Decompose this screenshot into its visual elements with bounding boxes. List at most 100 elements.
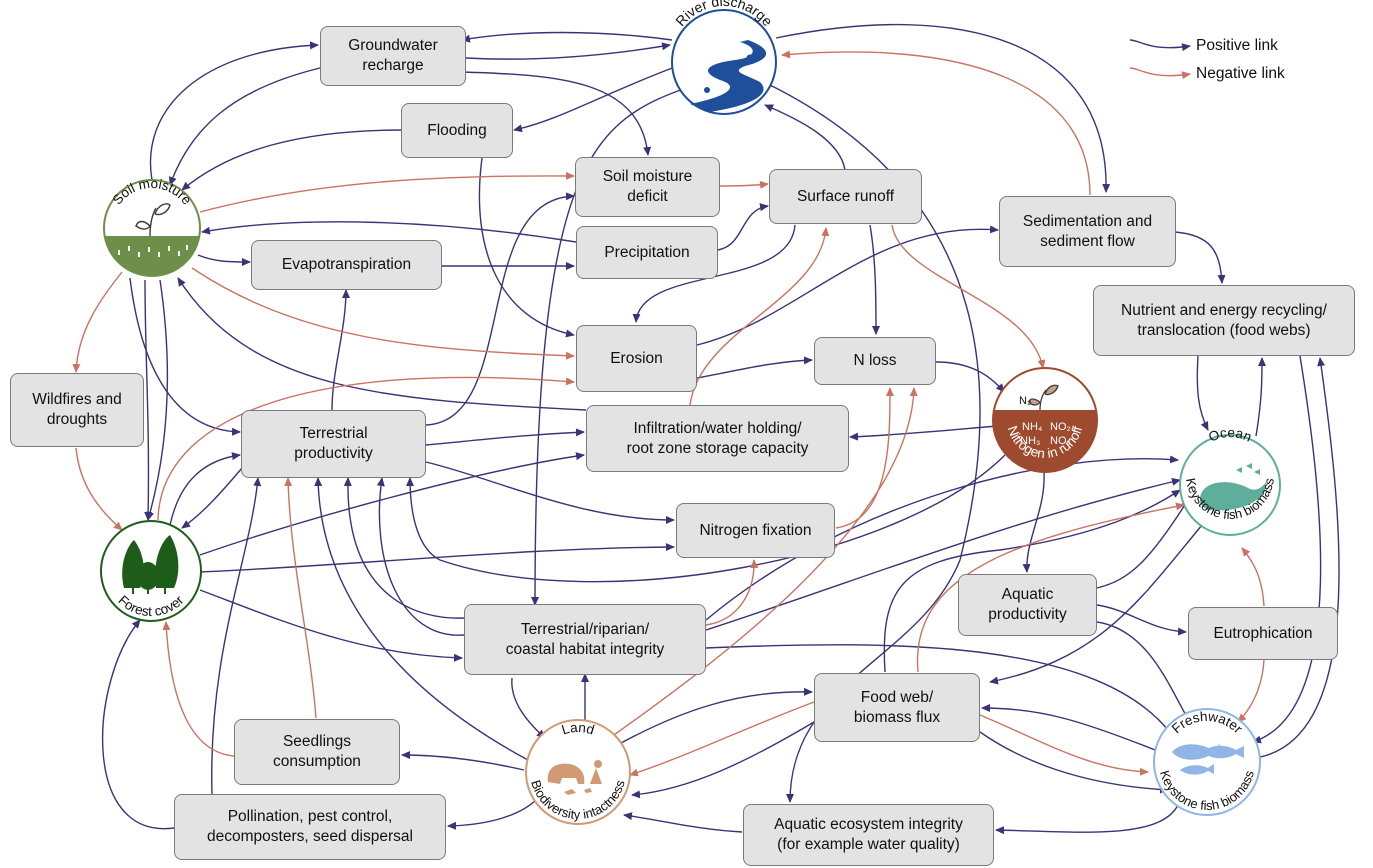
link-erosion-to-nloss	[696, 356, 813, 379]
link-nitrogen-to-aquatic	[1022, 471, 1045, 573]
link-soil-to-forest-b	[146, 279, 168, 521]
link-forest-to-habitat	[199, 589, 463, 662]
aquatic-productivity-label: Aquatic productivity	[988, 586, 1067, 623]
eutrophication-box: Eutrophication	[1188, 607, 1338, 660]
nutrient-recycling-box: Nutrient and energy recycling/ transloca…	[1093, 285, 1355, 356]
link-river-to-groundwater	[461, 31, 673, 43]
link-habitat-to-ocean-b	[705, 455, 1179, 621]
link-river-to-sedimentation	[775, 23, 1111, 193]
link-infiltration-to-soil	[177, 277, 587, 411]
link-sediment-to-river-neg	[781, 50, 1091, 196]
infiltration-box: Infiltration/water holding/ root zone st…	[586, 405, 849, 472]
link-nitrogen-to-infiltration	[849, 425, 998, 441]
link-aquatic-to-freshwater	[1096, 621, 1191, 723]
no2-label: NO₂	[1050, 421, 1071, 433]
nitrogen-fixation-box: Nitrogen fixation	[676, 503, 835, 558]
precipitation-box: Precipitation	[576, 226, 718, 279]
link-habitat-to-freshwater	[705, 644, 1173, 736]
freshwater-fish-node: Freshwater Keystone fish biomass	[1153, 708, 1261, 816]
link-groundwater-to-river	[465, 42, 671, 60]
erosion-box: Erosion	[576, 325, 697, 392]
link-soil-to-wildfires-neg	[72, 271, 123, 373]
negative-links	[72, 50, 1265, 777]
link-foodweb-to-land	[631, 721, 815, 799]
link-pollination-to-terrestrial	[211, 477, 262, 796]
link-habitat-to-terrestrial-b	[376, 477, 465, 636]
link-pollination-to-forest	[101, 619, 175, 830]
link-ocean-to-foodweb	[989, 524, 1203, 685]
link-eutro-to-freshwater-neg	[1237, 659, 1265, 723]
ocean-fish-node: Ocean Keystone fish biomass	[1179, 425, 1281, 536]
link-nfix-to-nloss-neg	[835, 387, 894, 529]
nutrient-recycling-label: Nutrient and energy recycling/ transloca…	[1121, 301, 1327, 339]
link-soil-to-forest	[144, 279, 153, 521]
link-habitat-to-nfix-neg	[705, 559, 759, 626]
habitat-integrity-box: Terrestrial/riparian/ coastal habitat in…	[464, 604, 706, 675]
link-infiltration-to-terrestrial-ring	[406, 454, 1006, 583]
link-terrestrial-to-evapo	[331, 289, 350, 411]
freshwater-fish-icon	[1172, 744, 1244, 775]
link-nutrient-to-freshwater	[1252, 355, 1322, 744]
link-seedlings-to-terrestrial-neg	[284, 477, 317, 719]
groundwater-recharge-box: Groundwater recharge	[320, 26, 466, 86]
whale-icon	[1200, 482, 1266, 511]
link-aquatic-to-ocean	[1096, 499, 1189, 589]
forest-cover-node: Forest cover	[100, 520, 202, 622]
nitrogen-runoff-node: N₂ NH₄ NO₂ NH₃ NO₃ Nitrogen in runoff	[992, 367, 1098, 473]
link-forest-to-nfix	[199, 543, 675, 573]
link-terrestrial-to-deficit	[425, 192, 575, 426]
link-land-to-nloss-neg	[603, 387, 918, 743]
link-freshwater-to-nutrient	[1254, 357, 1340, 759]
aquatic-ecosystem-label: Aquatic ecosystem integrity (for example…	[774, 816, 963, 853]
link-seedlings-to-forest-neg	[162, 621, 235, 757]
terrestrial-productivity-label: Terrestrial productivity	[294, 425, 373, 462]
link-land-to-seedlings	[401, 751, 525, 771]
link-land-to-pollination	[447, 799, 537, 830]
nitrogen-sprout-icon	[1028, 384, 1059, 411]
no3-label: NO₃	[1050, 435, 1071, 447]
link-terrestrial-to-nfix	[425, 461, 675, 524]
evapotranspiration-label: Evapotranspiration	[281, 256, 412, 273]
link-runoff-to-river	[764, 104, 846, 171]
water-drops-icon	[118, 245, 188, 257]
precipitation-label: Precipitation	[604, 243, 690, 261]
aquatic-productivity-box: Aquatic productivity	[958, 574, 1097, 636]
pollination-label: Pollination, pest control, decomposters,…	[207, 808, 413, 845]
link-land-to-terrestrial	[314, 477, 529, 761]
terrestrial-productivity-box: Terrestrial productivity	[241, 410, 426, 478]
link-nutrient-to-ocean	[1196, 355, 1209, 431]
link-flooding-to-erosion	[478, 157, 575, 338]
evapotranspiration-box: Evapotranspiration	[251, 240, 442, 290]
link-aquatic-to-eutrophication	[1096, 604, 1187, 636]
link-terrestrial-to-infiltration	[425, 428, 585, 446]
link-wildfires-to-forest-neg	[75, 447, 123, 531]
legend-positive-label: Positive link	[1196, 37, 1278, 54]
pollination-box: Pollination, pest control, decomposters,…	[174, 794, 446, 860]
land-animals-icon	[547, 760, 602, 795]
sedimentation-box: Sedimentation and sediment flow	[999, 196, 1176, 267]
food-web-label: Food web/ biomass flux	[853, 688, 941, 726]
link-forest-to-infiltration	[199, 452, 585, 556]
n-loss-box: N loss	[814, 337, 936, 385]
link-forest-to-erosion-neg	[157, 376, 575, 521]
link-foodweb-to-ocean-neg	[916, 502, 1185, 673]
link-erosion-to-sedimentation	[696, 225, 999, 346]
infiltration-label: Infiltration/water holding/ root zone st…	[626, 419, 809, 457]
soil-moisture-deficit-label: Soil moisture deficit	[602, 168, 693, 205]
legend-negative-line	[1129, 67, 1191, 80]
river-discharge-node: River discharge	[671, 0, 777, 115]
eutrophication-label: Eutrophication	[1213, 624, 1313, 642]
nitrogen-fixation-label: Nitrogen fixation	[699, 521, 812, 539]
fish-school-icon	[1236, 463, 1260, 475]
plant-sprout-icon	[135, 203, 171, 237]
link-soil-to-deficit-neg	[199, 171, 575, 213]
link-freshwater-to-foodweb	[981, 704, 1161, 753]
soil-moisture-deficit-box: Soil moisture deficit	[575, 157, 720, 217]
link-eutro-to-ocean-neg	[1241, 547, 1265, 607]
link-soil-to-groundwater	[149, 41, 319, 181]
link-forest-to-terrestrial	[169, 452, 241, 526]
link-foodweb-to-freshwater	[979, 731, 1169, 794]
habitat-integrity-label: Terrestrial/riparian/ coastal habitat in…	[505, 620, 665, 658]
link-precip-to-soil	[201, 221, 577, 243]
